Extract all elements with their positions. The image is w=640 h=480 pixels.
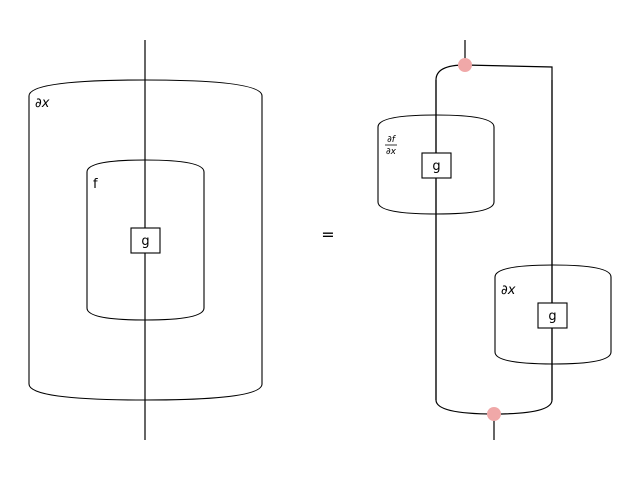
rhs-merge-node	[487, 407, 501, 421]
rhs-top-g-label: g	[432, 159, 440, 174]
rhs-top-g-box	[421, 152, 452, 179]
rhs-split-node	[458, 58, 472, 72]
rhs-diagram: g g ∂f ∂x ∂x	[377, 40, 612, 440]
equals-sign: =	[321, 225, 334, 244]
rhs-loop-wire	[435, 64, 553, 415]
lhs-g-box	[130, 227, 161, 254]
lhs-inner-bubble	[86, 159, 205, 321]
lhs-outer-label: ∂x	[35, 96, 50, 111]
rhs-bottom-g-label: g	[548, 309, 556, 324]
lhs-g-label: g	[141, 234, 149, 249]
rhs-df-numerator: ∂f	[387, 135, 397, 145]
rhs-dx-label: ∂x	[501, 283, 516, 298]
rhs-dx-bubble	[494, 264, 612, 365]
rhs-df-denominator: ∂x	[386, 147, 397, 157]
lhs-outer-bubble	[28, 79, 263, 401]
lhs-diagram: g ∂x f	[28, 40, 263, 440]
rhs-bottom-g-box	[537, 302, 568, 329]
lhs-inner-label: f	[93, 177, 98, 192]
rhs-df-bubble	[377, 114, 495, 215]
